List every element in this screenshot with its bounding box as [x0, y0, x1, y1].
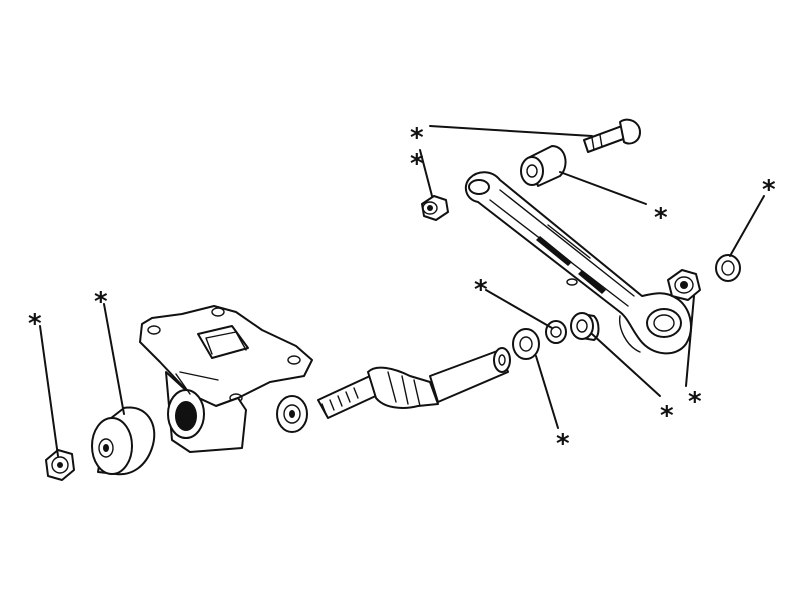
- callout-washer-mid: *: [474, 275, 488, 305]
- nut-right: [667, 269, 701, 301]
- callout-nut-far-left: *: [28, 309, 42, 339]
- callout-bushing-top: *: [654, 203, 668, 233]
- callout-washer-far-right: *: [762, 175, 776, 205]
- washer-far-right: [715, 254, 741, 282]
- callout-bolt-top: *: [410, 123, 424, 153]
- nut-top-left: [421, 195, 449, 221]
- nut-far-left: [45, 449, 75, 481]
- bushing-left: [91, 406, 156, 476]
- mounting-bracket: [139, 305, 313, 453]
- callout-nut-right: *: [688, 387, 702, 417]
- callout-bushing-left: *: [94, 287, 108, 317]
- leader-lines: [39, 125, 765, 457]
- callout-washer-shaft: *: [556, 429, 570, 459]
- callout-bushing-mid: *: [660, 401, 674, 431]
- washer-left: [276, 395, 308, 433]
- washer-shaft: [512, 328, 540, 360]
- bolt-top: [583, 118, 641, 153]
- shaft: [317, 347, 511, 419]
- washer-mid: [545, 320, 567, 344]
- bushing-mid: [570, 312, 600, 341]
- bushing-top: [520, 145, 567, 187]
- callout-markers: * * * * * * * * * *: [28, 123, 776, 459]
- callout-nut-top-left: *: [410, 149, 424, 179]
- link-arm: [464, 171, 692, 355]
